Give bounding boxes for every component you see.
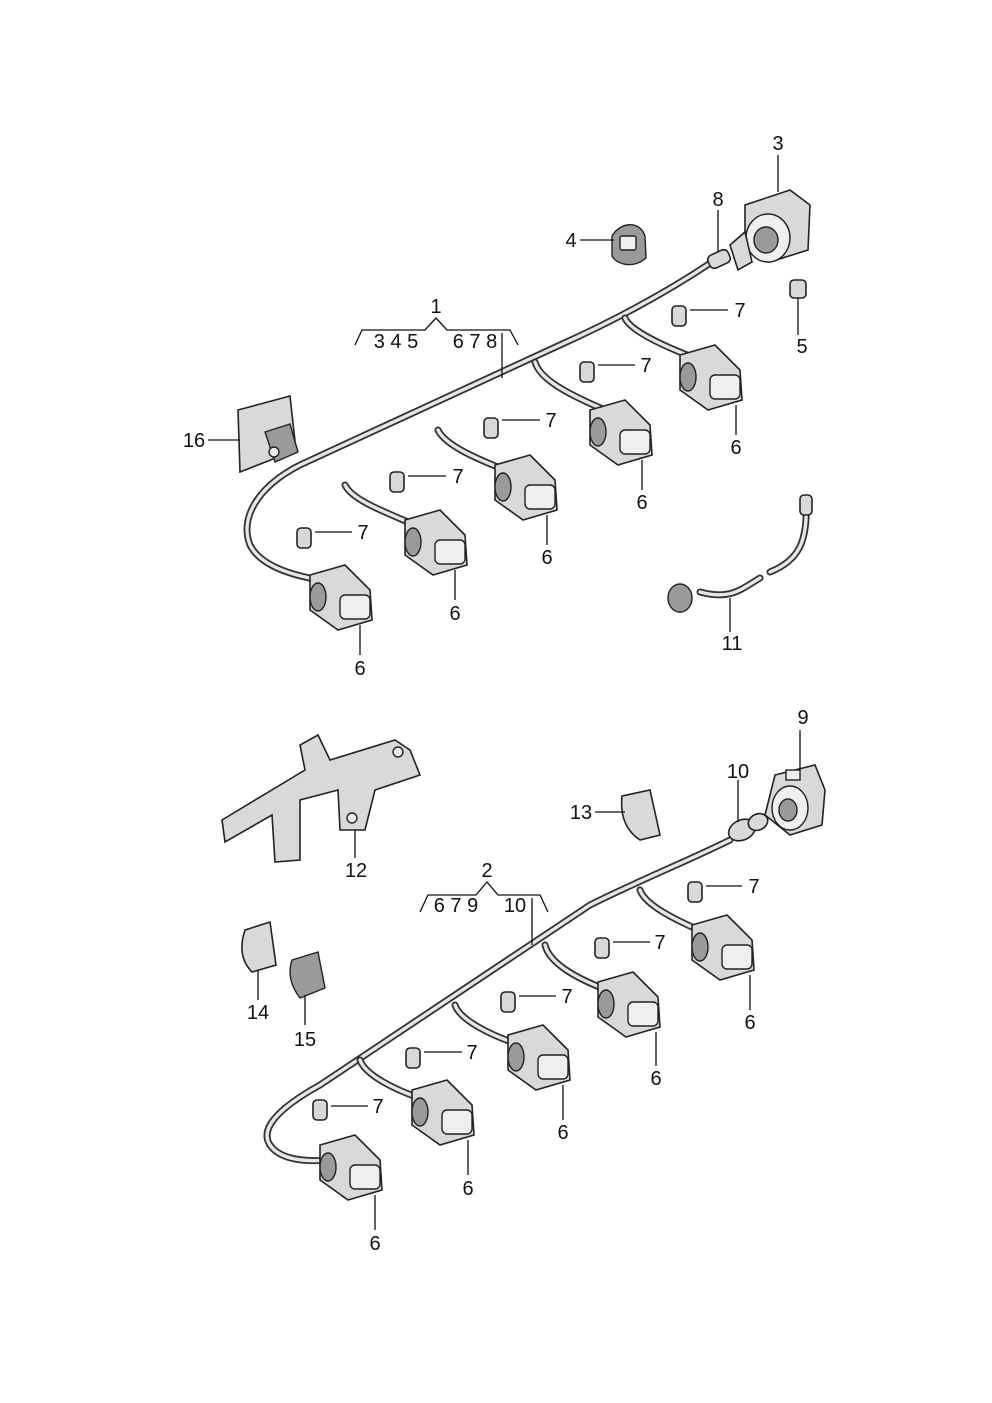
callout-5: 5 <box>796 336 807 358</box>
callout-7: 7 <box>640 355 651 377</box>
callout-6: 6 <box>354 658 365 680</box>
bracket-16 <box>237 394 299 474</box>
connector-3 <box>729 189 811 272</box>
callout-10: 10 <box>727 761 749 783</box>
grommet-10 <box>727 812 769 842</box>
callout-6: 6 <box>541 547 552 569</box>
callout-7: 7 <box>748 876 759 898</box>
callout-7: 7 <box>357 522 368 544</box>
callout-8: 8 <box>712 189 723 211</box>
callout-16: 16 <box>183 430 205 452</box>
callout-3: 3 <box>772 133 783 155</box>
clip-14 <box>241 920 277 973</box>
callout-13: 13 <box>570 802 592 824</box>
callout-7: 7 <box>545 410 556 432</box>
callout-6: 6 <box>636 492 647 514</box>
callout-6: 6 <box>369 1233 380 1255</box>
clip-15 <box>289 951 326 999</box>
callout-7: 7 <box>452 466 463 488</box>
callout-7: 7 <box>561 986 572 1008</box>
callout-9: 9 <box>797 707 808 729</box>
callout-6: 6 <box>557 1122 568 1144</box>
assembly-label-1: 1 <box>430 296 441 318</box>
leader-lines <box>208 155 801 1230</box>
callout-6: 6 <box>730 437 741 459</box>
callout-6: 6 <box>449 603 460 625</box>
callout-7: 7 <box>734 300 745 322</box>
assembly-label-2: 2 <box>481 860 492 882</box>
callout-7: 7 <box>372 1096 383 1118</box>
callout-7: 7 <box>466 1042 477 1064</box>
callout-12: 12 <box>345 860 367 882</box>
callout-15: 15 <box>294 1029 316 1051</box>
clip-4 <box>611 224 647 266</box>
callout-6: 6 <box>744 1012 755 1034</box>
assembly-1-subparts-a: 3 4 5 <box>374 331 418 353</box>
harness-1 <box>243 258 716 584</box>
assembly-2-subparts-a: 6 7 9 <box>434 895 478 917</box>
callout-6: 6 <box>650 1068 661 1090</box>
callout-7: 7 <box>654 932 665 954</box>
callout-14: 14 <box>247 1002 269 1024</box>
harness-2 <box>263 836 734 1165</box>
connector-6-lower <box>319 914 755 1201</box>
assembly-1-subparts-b: 6 7 8 <box>453 331 497 353</box>
bracket-12 <box>221 733 422 863</box>
sleeve-8 <box>706 248 732 270</box>
callout-6: 6 <box>462 1178 473 1200</box>
screw-7-lower <box>312 881 703 1121</box>
callout-4: 4 <box>565 230 576 252</box>
callout-11: 11 <box>722 633 743 655</box>
clip-13 <box>620 789 661 841</box>
screw-7-upper <box>296 305 687 549</box>
connector-6-upper <box>309 344 743 631</box>
assembly-2-subparts-b: 10 <box>504 895 526 917</box>
screw-5 <box>789 279 807 299</box>
cable-11 <box>667 494 813 613</box>
connector-9 <box>764 764 826 836</box>
callout-labels: 1 3 4 5 6 7 8 2 6 7 9 10 3 8 4 5 16 11 7… <box>183 133 809 1255</box>
